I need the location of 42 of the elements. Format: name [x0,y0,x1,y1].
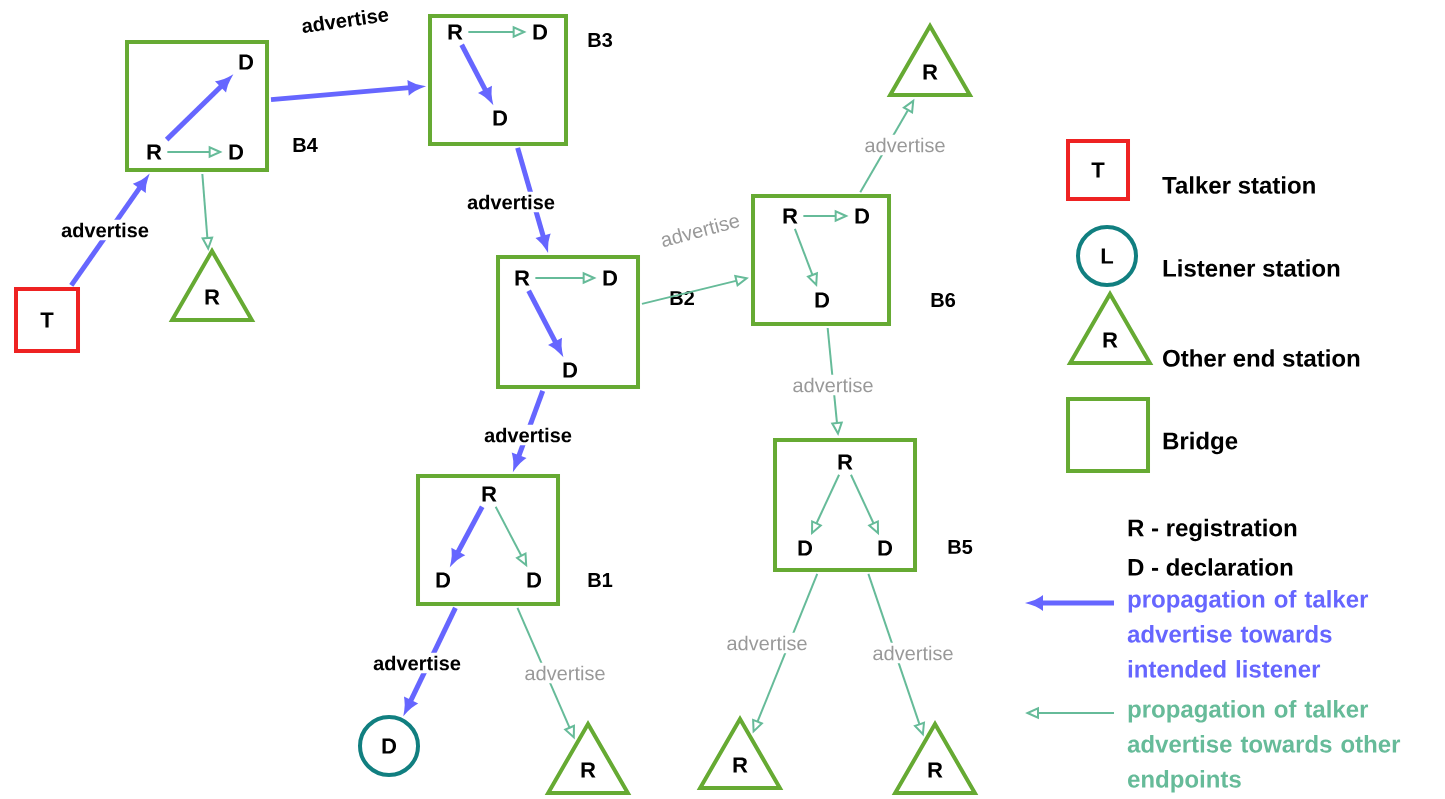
arrow [164,77,231,142]
talker-box: T [14,287,80,353]
arrow [459,43,493,102]
node-letter: R [783,208,798,224]
node-letter: D [527,572,542,588]
node-letter: R [482,486,497,502]
node-letter: D [603,270,618,286]
bridge-label: B5 [948,540,973,554]
bridge-label: B6 [931,292,956,308]
node-letter: D [533,24,548,40]
edge-label: advertise [789,374,877,396]
edge-label: advertise [297,3,393,37]
edge-label: advertise [521,662,609,684]
key-text: D - declaration [1128,558,1293,576]
node-letter: D [815,292,830,308]
edge-label: advertise [861,134,949,156]
node-letter: D [229,144,244,160]
legend-item: Bridge [1066,397,1238,473]
edge-label: advertise [655,208,745,252]
bridge-label: B4 [293,138,318,152]
edge-label: advertise [58,219,152,241]
node-letter: D [563,362,578,378]
node-letter: D [855,208,870,224]
node-letter: D [239,54,254,70]
node-letter: D [878,540,893,556]
legend-item: T Talker station [1066,139,1315,201]
node-letter: R [838,454,853,470]
edge-label: advertise [869,642,957,664]
legend-text: propagation of talker advertise towards intended listener [1127,590,1369,678]
bridge-label: B3 [588,32,613,48]
legend-item: L Listener station [1076,225,1340,287]
node-letter: D [436,572,451,588]
edge-label: advertise [723,632,811,654]
legend-text: propagation of talker advertise towards other endpoints [1127,700,1401,793]
node-letter: D [798,540,813,556]
node-letter: R [147,144,162,160]
bridge-label: B1 [588,573,613,587]
node-letter: R [515,270,530,286]
key-text: R - registration [1128,518,1297,542]
node-letter: D [493,110,508,126]
arrow [526,289,563,354]
node-letter: R [448,24,463,40]
